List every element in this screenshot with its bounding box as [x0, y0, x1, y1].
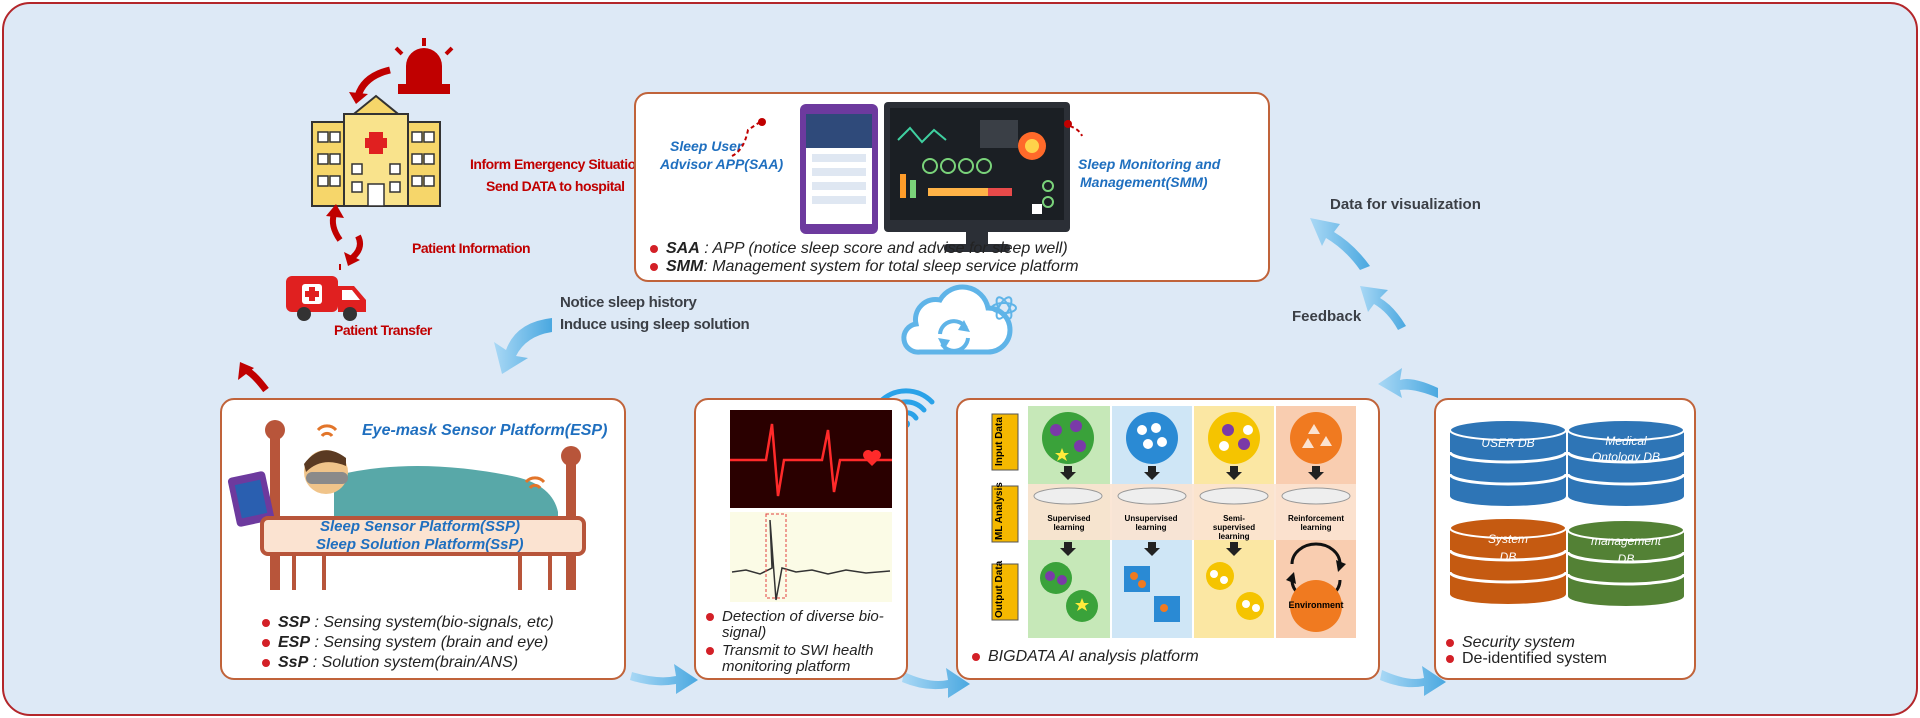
method-unsupervised: Unsupervised learning — [1124, 514, 1178, 532]
ssp-solution-bullet: SsP : Solution system(brain/ANS) — [262, 654, 518, 672]
app-management-panel: Sleep User Advisor APP(SAA) — [634, 92, 1270, 282]
db-management-label-line1: management — [1590, 534, 1662, 548]
devices-illustration — [731, 102, 1083, 252]
ssp-bullet: SSP : Sensing system(bio-signals, etc) — [262, 614, 554, 632]
send-data-label: Send DATA to hospital — [486, 178, 625, 194]
bigdata-bullet: BIGDATA AI analysis platform — [972, 648, 1199, 666]
db-user-label: USER DB — [1481, 436, 1535, 450]
row-label-output: Output Data — [994, 560, 1005, 618]
detection-bullet-line1: Detection of diverse bio- — [706, 608, 884, 625]
flow-arrows — [494, 218, 1446, 698]
data-for-visualization-label: Data for visualization — [1330, 196, 1481, 213]
deidentified-bullet: De-identified system — [1446, 650, 1607, 668]
esp-label: Eye-mask Sensor Platform(ESP) — [362, 422, 608, 439]
phone-app-icon — [800, 104, 878, 234]
hospital-icon — [311, 94, 441, 207]
ssp-label: Sleep Sensor Platform(SSP) — [320, 518, 521, 535]
siren-icon — [394, 38, 454, 94]
db-medical-label-line1: Medical — [1605, 434, 1647, 448]
detection-bullet-line2: signal) — [722, 624, 767, 641]
saa-bullet: SAA : APP (notice sleep score and advise… — [650, 240, 1068, 258]
signal-illustration — [730, 410, 892, 602]
ambulance-icon — [286, 264, 366, 321]
ssp2-label: Sleep Solution Platform(SsP) — [316, 536, 524, 553]
diagram-graphics — [238, 38, 1446, 698]
database-cylinders — [1448, 419, 1686, 606]
feedback-label: Feedback — [1292, 308, 1362, 325]
ml-grid-illustration — [991, 406, 1356, 638]
smm-label-line2: Management(SMM) — [1080, 174, 1208, 190]
induce-sleep-solution-label: Induce using sleep solution — [560, 316, 750, 333]
db-system-label-line2: DB — [1499, 550, 1517, 564]
cloud-sync-icon — [901, 284, 1017, 355]
db-management-label-line2: DB — [1617, 552, 1635, 566]
transmit-bullet-line1: Transmit to SWI health — [706, 642, 873, 659]
esp-bullet: ESP : Sensing system (brain and eye) — [262, 634, 548, 652]
environment-label: Environment — [1288, 600, 1344, 610]
row-label-ml: ML Analysis — [994, 482, 1005, 540]
security-bullet: Security system — [1446, 634, 1575, 652]
method-semi-supervised: Semi-supervised learning — [1212, 514, 1256, 541]
ai-analysis-panel: Input Data ML Analysis Output Data Super… — [956, 398, 1380, 680]
patient-information-label: Patient Information — [412, 240, 531, 256]
db-medical-icon — [1566, 419, 1686, 506]
bio-signal-panel: Detection of diverse bio- signal) Transm… — [694, 398, 908, 680]
db-user-icon — [1448, 419, 1568, 506]
method-supervised: Supervised learning — [1047, 514, 1091, 532]
sensor-platform-panel: Eye-mask Sensor Platform(ESP) Sleep Sens… — [220, 398, 626, 680]
db-system-icon — [1448, 517, 1568, 604]
inform-emergency-label: Inform Emergency Situation — [470, 156, 644, 172]
smm-label-line1: Sleep Monitoring and — [1078, 156, 1221, 172]
bed-illustration — [227, 420, 586, 590]
saa-label-line2: Advisor APP(SAA) — [660, 156, 784, 172]
patient-transfer-label: Patient Transfer — [334, 322, 432, 338]
smm-bullet: SMM: Management system for total sleep s… — [650, 258, 1079, 276]
db-medical-label-line2: Ontology DB — [1591, 450, 1661, 464]
db-management-icon — [1566, 519, 1686, 606]
database-panel: USER DB Medical Ontology DB System DB ma… — [1434, 398, 1696, 680]
method-reinforcement: Reinforcement learning — [1287, 514, 1344, 532]
monitor-dashboard-icon — [884, 102, 1070, 252]
emergency-arrow-icon — [354, 66, 391, 98]
row-label-input: Input Data — [994, 417, 1005, 466]
transmit-bullet-line2: monitoring platform — [722, 658, 851, 675]
saa-label-line1: Sleep User — [670, 138, 743, 154]
db-system-label-line1: System — [1487, 532, 1528, 546]
notice-sleep-history-label: Notice sleep history — [560, 294, 697, 311]
